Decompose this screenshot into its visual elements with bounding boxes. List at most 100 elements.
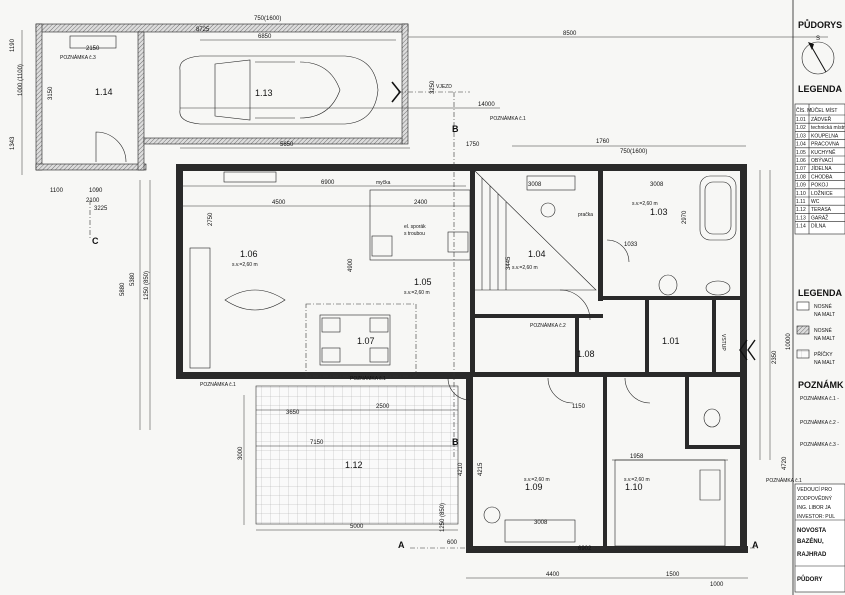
north-letter: S bbox=[816, 36, 820, 42]
title-block-row-2: ZODPOVĚDNÝ bbox=[797, 494, 833, 502]
legend-row-purpose: ZÁDVEŘ bbox=[811, 115, 832, 123]
legend-row-number: 1.11 bbox=[796, 199, 806, 205]
dim-2150: 2150 bbox=[86, 46, 100, 52]
room-label-1.14: 1.14 bbox=[95, 87, 113, 97]
dim-1500: 1500 bbox=[666, 572, 680, 578]
dimension-lines bbox=[21, 30, 828, 579]
dim-1150: 1150 bbox=[572, 404, 586, 410]
dim-v10000: 10000 bbox=[786, 333, 792, 350]
note-3-label: POZNÁMKA č.3 bbox=[60, 54, 96, 61]
section-marker-a-left: A bbox=[398, 540, 405, 550]
legend2-title: LEGENDA bbox=[798, 288, 843, 298]
dim-v2970: 2970 bbox=[682, 210, 688, 224]
section-marker-b-bottom: B bbox=[452, 437, 459, 447]
dim-4400: 4400 bbox=[546, 572, 560, 578]
dim-v1000: 1000 (1100) bbox=[18, 64, 24, 96]
dim-2500: 2500 bbox=[376, 404, 390, 410]
legend-row-purpose: KOUPELNA bbox=[811, 133, 839, 139]
legend-row-purpose: CHODBA bbox=[811, 174, 833, 180]
legend2-item-6: NA MALT bbox=[814, 360, 835, 366]
dim-1033: 1033 bbox=[624, 242, 638, 248]
legend-row-number: 1.02 bbox=[796, 125, 806, 131]
title-block bbox=[794, 483, 845, 593]
dim-600: 600 bbox=[447, 540, 458, 546]
legend-row-number: 1.10 bbox=[796, 191, 806, 197]
section-marker-a-right: A bbox=[752, 540, 759, 550]
dim-v3250: 3250 bbox=[430, 80, 436, 94]
legend-row-purpose: LOŽNICE bbox=[811, 189, 833, 197]
section-marker-c: C bbox=[92, 236, 99, 246]
room-area-1.10: s.v.=2,60 m bbox=[624, 477, 650, 483]
dim-6900: 6900 bbox=[321, 180, 335, 186]
title-block-row-4: INVESTOR: PUL bbox=[797, 514, 835, 520]
dim-1000: 1000 bbox=[710, 582, 724, 588]
legend-title: LEGENDA bbox=[798, 84, 843, 94]
legend-row-purpose: WC bbox=[811, 199, 820, 205]
dim-8500: 8500 bbox=[563, 31, 577, 37]
title-block-row-3: ING. LIBOR JA bbox=[797, 505, 832, 511]
dim-3650: 3650 bbox=[286, 410, 300, 416]
dim-14000: 14000 bbox=[478, 102, 495, 108]
project-name-2: BAZÉNU, bbox=[797, 537, 824, 545]
legend2-item-4: NA MALT bbox=[814, 336, 835, 342]
dishwasher-label: myčka bbox=[376, 180, 391, 186]
room-label-1.01: 1.01 bbox=[662, 336, 680, 346]
north-title: PŮDORYS bbox=[798, 19, 842, 30]
project-name-3: RAJHRAD bbox=[797, 552, 827, 558]
dim-v5380: 5380 bbox=[130, 272, 136, 286]
garage-block bbox=[35, 23, 409, 171]
dim-v4210: 4210 bbox=[458, 462, 464, 476]
dim-1760: 1760 bbox=[596, 139, 610, 145]
notes-panel-title: POZNÁMK bbox=[798, 380, 844, 390]
legend-row-number: 1.03 bbox=[796, 133, 806, 139]
driveway-label: VJEZD bbox=[436, 84, 452, 90]
note-2-label: POZNÁMKA č.2 bbox=[530, 322, 566, 329]
dim-v4900: 4900 bbox=[348, 258, 354, 272]
section-marker-b-top: B bbox=[452, 124, 459, 134]
legend-row-purpose: JÍDELNA bbox=[811, 165, 832, 172]
dim-5000: 5000 bbox=[350, 524, 364, 530]
stove-label: el. sporák bbox=[404, 224, 426, 230]
dim-v3150: 3150 bbox=[48, 86, 54, 100]
dim-5650: 5650 bbox=[280, 142, 294, 148]
dim-v1343: 1343 bbox=[10, 136, 16, 150]
dim-750-a: 750(1600) bbox=[620, 149, 647, 155]
dim-3008-b: 3008 bbox=[650, 182, 664, 188]
room-area-1.09: s.v.=2,60 m bbox=[524, 477, 550, 483]
legend2-item-1: NOSNÉ bbox=[814, 303, 832, 310]
room-label-1.07: 1.07 bbox=[357, 336, 375, 346]
legend-row-number: 1.12 bbox=[796, 207, 806, 213]
note-1-right: POZNÁMKA č.1 bbox=[766, 477, 802, 484]
title-block-row-1: VEDOUCÍ PRO bbox=[797, 486, 832, 493]
notes-panel-item-3: POZNÁMKA č.3 - bbox=[800, 441, 839, 448]
dim-1100: 1100 bbox=[50, 188, 64, 194]
legend-row-number: 1.05 bbox=[796, 150, 806, 156]
room-area-1.06: s.v.=2,60 m bbox=[232, 262, 258, 268]
room-label-1.03: 1.03 bbox=[650, 207, 668, 217]
dim-v1250: 1250 (850) bbox=[144, 271, 150, 300]
legend-row-purpose: technická místnost bbox=[811, 125, 845, 131]
dim-3008-c: 3008 bbox=[534, 520, 548, 526]
dim-v4215: 4215 bbox=[478, 462, 484, 476]
dim-v1190: 1190 bbox=[10, 38, 16, 52]
oven-label: s troubou bbox=[404, 231, 425, 237]
dim-v3445: 3445 bbox=[506, 256, 512, 270]
note-1-left: POZNÁMKA č.1 bbox=[200, 381, 236, 388]
room-label-1.13: 1.13 bbox=[255, 88, 273, 98]
legend-row-purpose: DÍLNA bbox=[811, 223, 826, 230]
dim-v2750: 2750 bbox=[208, 212, 214, 226]
legend-row-purpose: PRACOVNA bbox=[811, 142, 840, 148]
dim-4720: 4720 bbox=[782, 456, 788, 470]
legend-row-purpose: OBÝVACÍ bbox=[811, 157, 833, 164]
legend-row-number: 1.06 bbox=[796, 158, 806, 164]
dim-v3000: 3000 bbox=[238, 446, 244, 460]
legend-col-number: ČÍS. M. bbox=[796, 107, 813, 114]
house-walls bbox=[176, 164, 748, 553]
drawing-name: PŮDORY bbox=[797, 575, 822, 583]
room-label-1.05: 1.05 bbox=[414, 277, 432, 287]
dim-v2350: 2350 bbox=[772, 350, 778, 364]
room-label-1.09: 1.09 bbox=[525, 482, 543, 492]
north-arrow-icon bbox=[801, 41, 835, 75]
entry-label: VSTUP bbox=[720, 334, 726, 351]
